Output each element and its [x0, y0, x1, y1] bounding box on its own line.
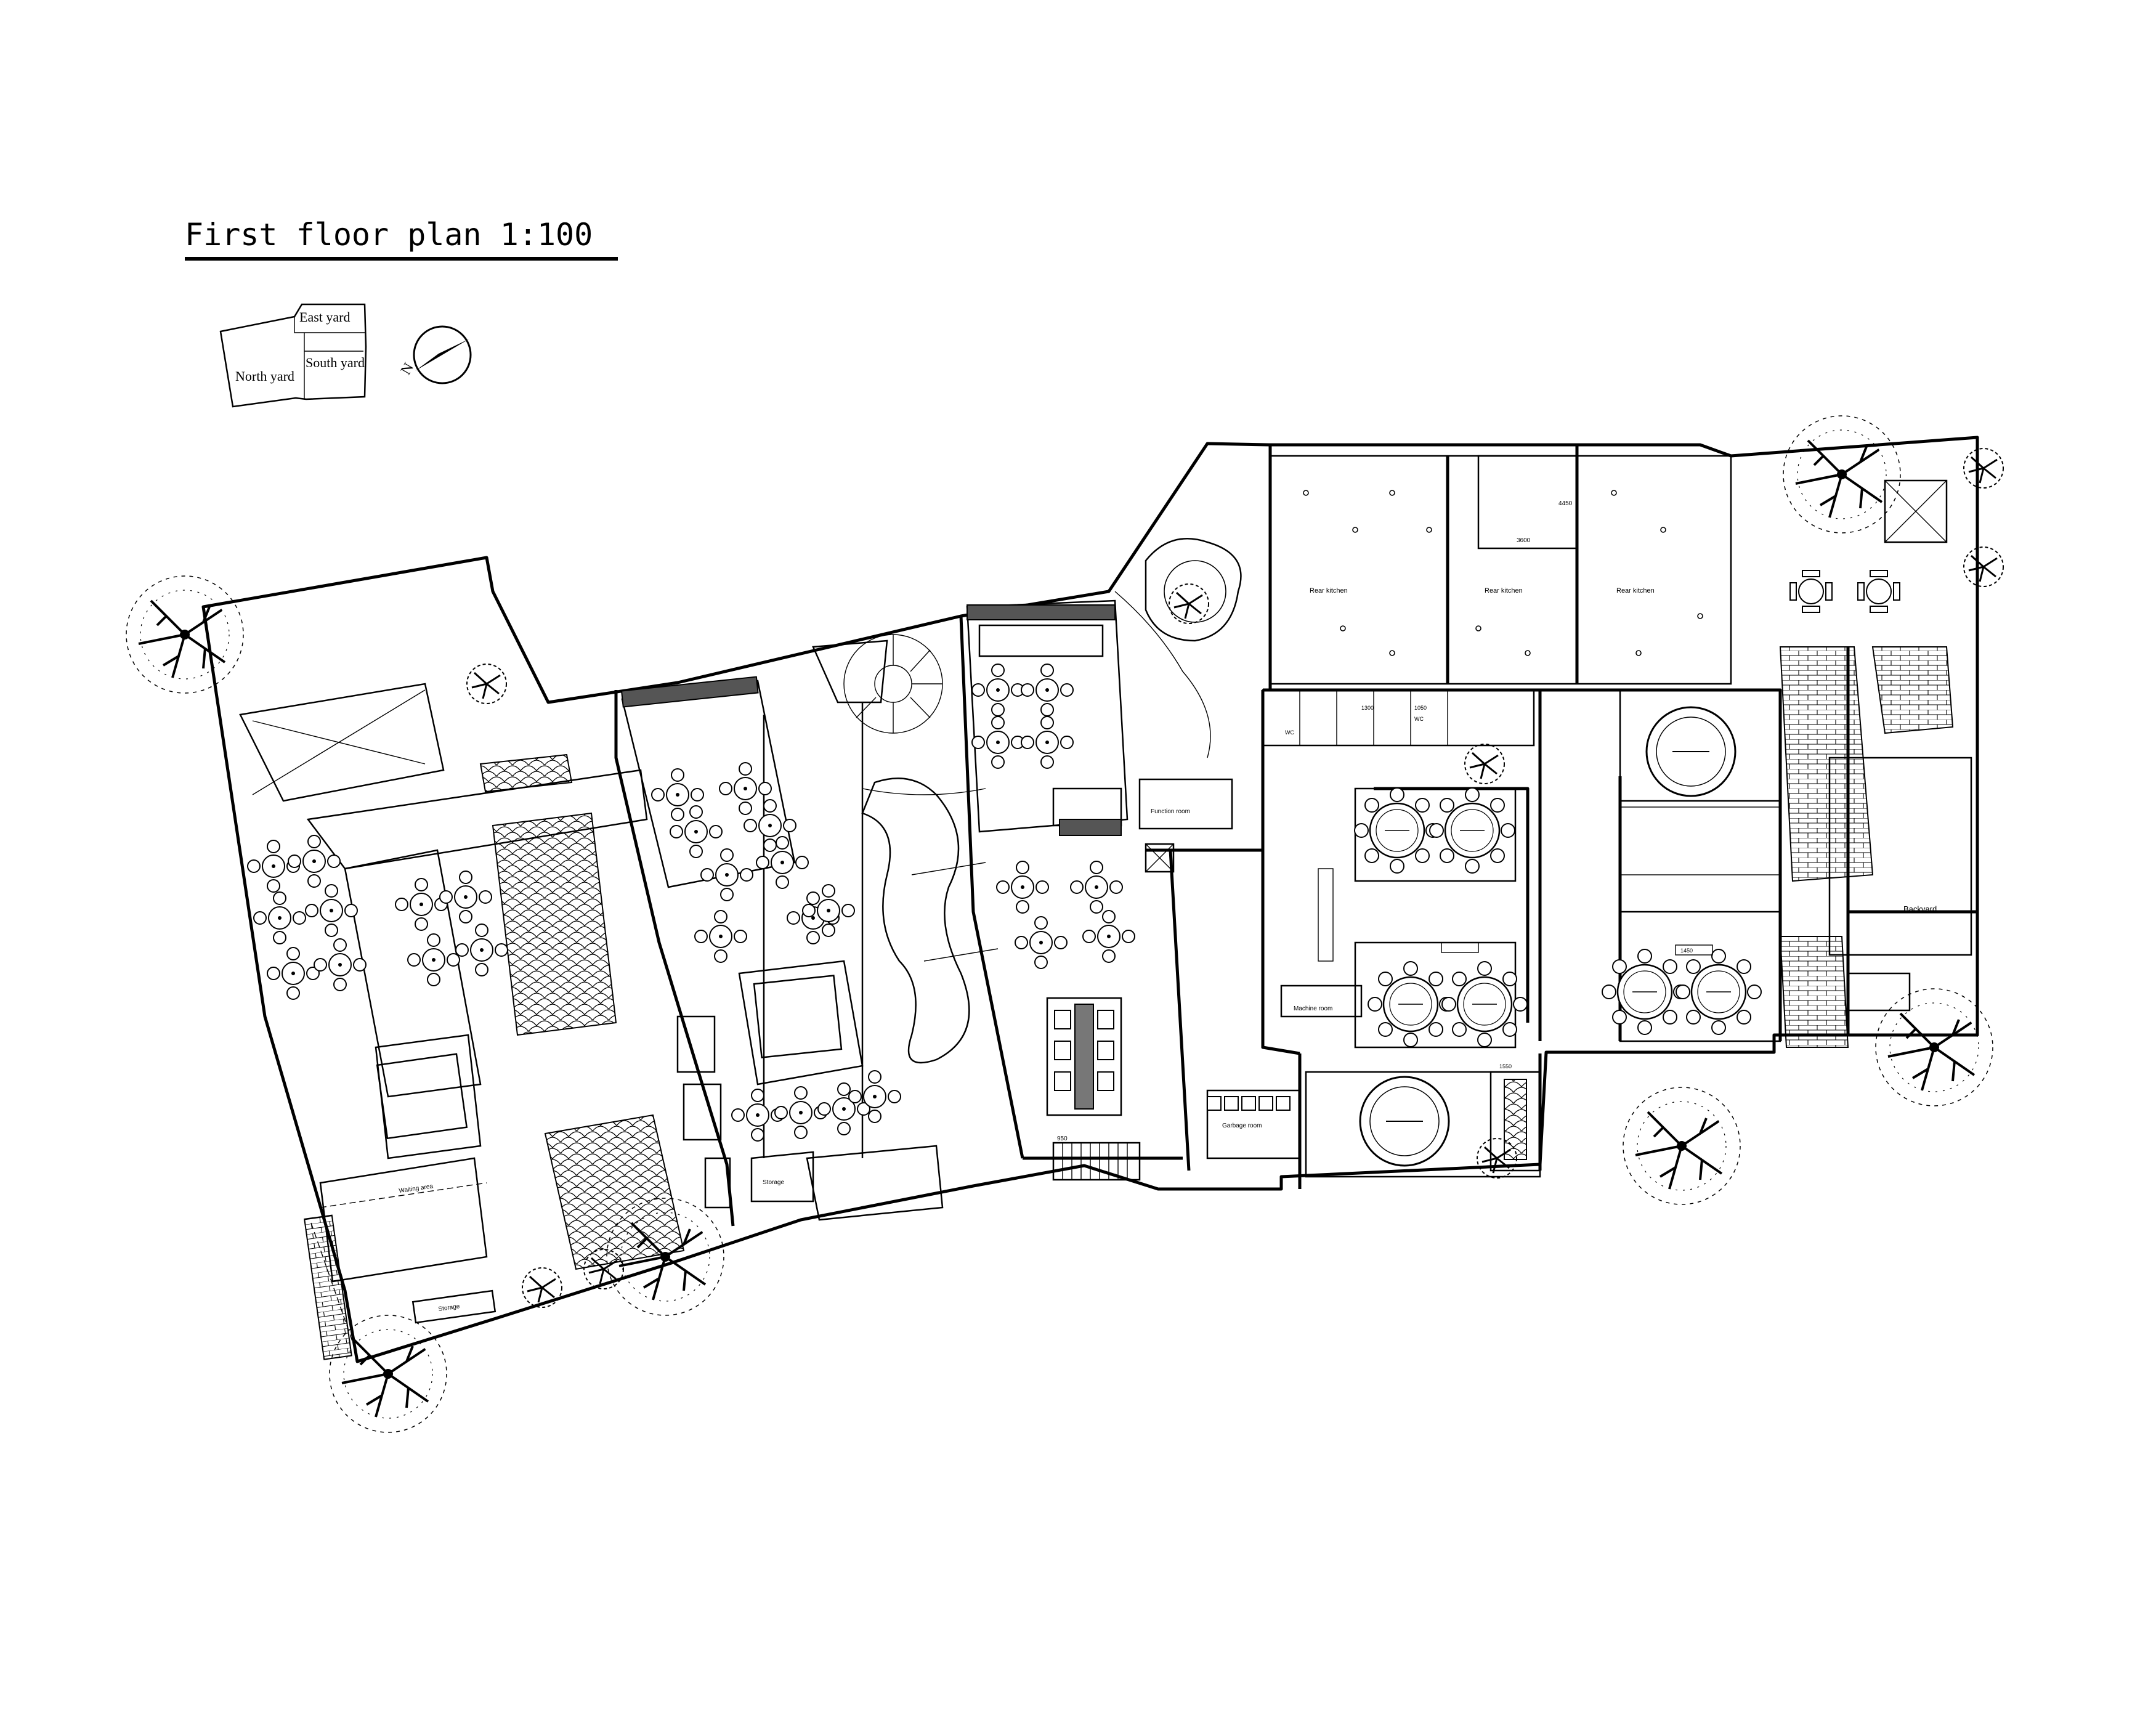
rear-kitchens: 3600 4450 Rear kitchen Rear kitchen Rear… — [1269, 455, 1732, 685]
atrium-curved-wall — [861, 777, 999, 1064]
dining-room-central — [966, 599, 1135, 1116]
room-label-function-room: Function room — [1151, 808, 1190, 815]
west-courtyard: Waiting area Storage — [239, 683, 685, 1360]
dim-1300: 1300 — [1361, 705, 1374, 711]
backyard-tables — [1789, 570, 1900, 613]
room-label-wc-2: WC — [1414, 716, 1424, 722]
room-label-waiting-area: Waiting area — [399, 1183, 434, 1195]
shrubs — [466, 447, 2004, 1309]
dim-1450: 1450 — [1680, 948, 1693, 954]
spiral-stair-icon — [812, 634, 943, 734]
dim-4450: 4450 — [1558, 500, 1573, 507]
key-plan: East yard North yard South yard — [219, 303, 367, 408]
private-dining-rooms: 1450 1550 — [1305, 689, 1781, 1178]
west-outdoor-tables — [247, 835, 508, 1000]
dining-room-west: Storage — [620, 676, 944, 1221]
room-label-rear-kitchen-1: Rear kitchen — [1310, 587, 1348, 595]
room-label-backyard: Backyard — [1903, 904, 1937, 914]
backyard-zone: Backyard — [1779, 479, 1972, 1048]
function-area: Function room Garbage room — [1138, 778, 1301, 1159]
north-arrow-icon: N — [398, 325, 472, 384]
room-label-rear-kitchen-3: Rear kitchen — [1616, 587, 1655, 595]
room-label-wc-1: WC — [1285, 729, 1294, 736]
key-plan-east-yard: East yard — [299, 309, 350, 325]
staircase-icon: 950 — [1052, 1135, 1141, 1181]
tree-icon — [125, 415, 1994, 1434]
room-label-rear-kitchen-2: Rear kitchen — [1485, 587, 1523, 595]
dim-3600: 3600 — [1517, 537, 1531, 544]
dim-1050: 1050 — [1414, 705, 1427, 711]
room-label-storage-sw: Storage — [438, 1303, 461, 1313]
plan-title: First floor plan 1:100 — [185, 217, 593, 253]
room-label-storage-mid: Storage — [763, 1179, 784, 1186]
dim-1550: 1550 — [1499, 1063, 1512, 1070]
room-label-machine-room: Machine room — [1294, 1005, 1332, 1012]
dim-950: 950 — [1057, 1135, 1068, 1142]
key-plan-north-yard: North yard — [235, 368, 294, 384]
service-core: WC WC 1300 1050 Machine room — [1262, 689, 1535, 1018]
north-yard-garden — [1114, 538, 1242, 758]
key-plan-south-yard: South yard — [306, 355, 365, 370]
room-label-garbage-room: Garbage room — [1222, 1122, 1262, 1129]
